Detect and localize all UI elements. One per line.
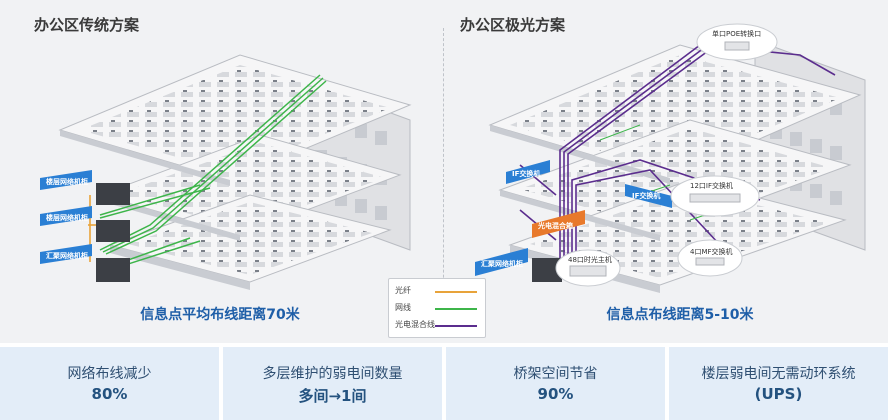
left-slab-3 — [110, 245, 250, 290]
stat-label: 网络布线减少 — [67, 366, 152, 382]
section-divider — [443, 28, 444, 328]
callout-4-port: 4口MF交换机 — [677, 239, 743, 277]
right-label-hybrid-box-text: 光电混合箱 — [537, 221, 573, 230]
left-floor-low-desks — [128, 202, 372, 275]
legend-hybrid-line — [435, 325, 477, 327]
left-slab-1 — [60, 130, 230, 186]
stat-no-ups: 楼层弱电间无需动环系统 (UPS) — [669, 347, 888, 420]
right-label-if-switch-top-text: IF交换机 — [512, 169, 540, 178]
callout-poe-port: 单口POE转换口 — [696, 23, 778, 61]
left-label-floor-switch-2: 楼层网络机柜 — [40, 206, 92, 226]
cable-legend: 光纤 网线 光电混合线 — [388, 278, 486, 338]
callout-48-unit-text: 48口时光主机 — [568, 255, 612, 264]
legend-network-label: 网线 — [395, 303, 411, 312]
left-label-floor-switch-1: 楼层网络机柜 — [40, 170, 92, 190]
left-caption: 信息点平均布线距离70米 — [140, 307, 300, 323]
right-slab-1 — [490, 125, 670, 184]
legend-fiber-label: 光纤 — [395, 286, 411, 295]
stat-label: 桥架空间节省 — [513, 366, 598, 382]
stat-tray-saving: 桥架空间节省 90% — [446, 347, 665, 420]
legend-network-line — [435, 308, 477, 310]
left-label-core: 汇聚网络机柜 — [40, 244, 92, 264]
right-label-if-switch-top: IF交换机 — [506, 160, 550, 184]
callout-12-port-text: 12口IF交换机 — [690, 181, 733, 190]
right-section-title: 办公区极光方案 — [460, 16, 566, 34]
stat-value: 90% — [537, 385, 574, 403]
stat-value: 80% — [91, 385, 128, 403]
left-floor-top-desks — [80, 65, 390, 172]
right-label-if-switch-mid: IF交换机 — [625, 184, 672, 208]
building-illustrations: 楼层网络机柜 楼层网络机柜 汇聚网络机柜 — [40, 23, 866, 293]
right-floor-mid-desks — [520, 128, 832, 228]
callout-poe-port-text: 单口POE转换口 — [712, 29, 761, 38]
stat-label: 多层维护的弱电间数量 — [262, 366, 403, 382]
right-floor-top-desks — [510, 55, 840, 170]
callout-48-unit: 48口时光主机 — [555, 249, 621, 287]
left-section-title: 办公区传统方案 — [34, 16, 140, 34]
stat-room-count: 多层维护的弱电间数量 多间→1间 — [223, 347, 442, 420]
left-building — [58, 54, 412, 290]
right-caption: 信息点布线距离5-10米 — [606, 307, 754, 323]
legend-hybrid-label: 光电混合线 — [395, 320, 435, 329]
right-label-core: 汇聚网络机柜 — [475, 248, 528, 276]
left-label-floor-switch-1-text: 楼层网络机柜 — [46, 177, 88, 186]
legend-fiber-line — [435, 291, 477, 293]
callout-12-port: 12口IF交换机 — [670, 175, 760, 217]
stat-value: (UPS) — [754, 385, 803, 403]
right-label-core-text: 汇聚网络机柜 — [481, 259, 523, 268]
left-racks — [96, 183, 130, 282]
stat-label: 楼层弱电间无需动环系统 — [701, 366, 856, 382]
left-floor-mid-desks — [118, 143, 385, 228]
stats-bar: 网络布线减少 80% 多层维护的弱电间数量 多间→1间 桥架空间节省 90% 楼… — [0, 347, 888, 420]
right-label-if-switch-mid-text: IF交换机 — [632, 191, 660, 200]
callout-4-port-text: 4口MF交换机 — [690, 247, 733, 256]
stat-value: 多间→1间 — [298, 387, 367, 405]
left-label-core-text: 汇聚网络机柜 — [46, 251, 88, 260]
left-label-floor-switch-2-text: 楼层网络机柜 — [46, 213, 88, 222]
stat-cabling-reduction: 网络布线减少 80% — [0, 347, 219, 420]
right-label-hybrid-box: 光电混合箱 — [532, 210, 585, 238]
